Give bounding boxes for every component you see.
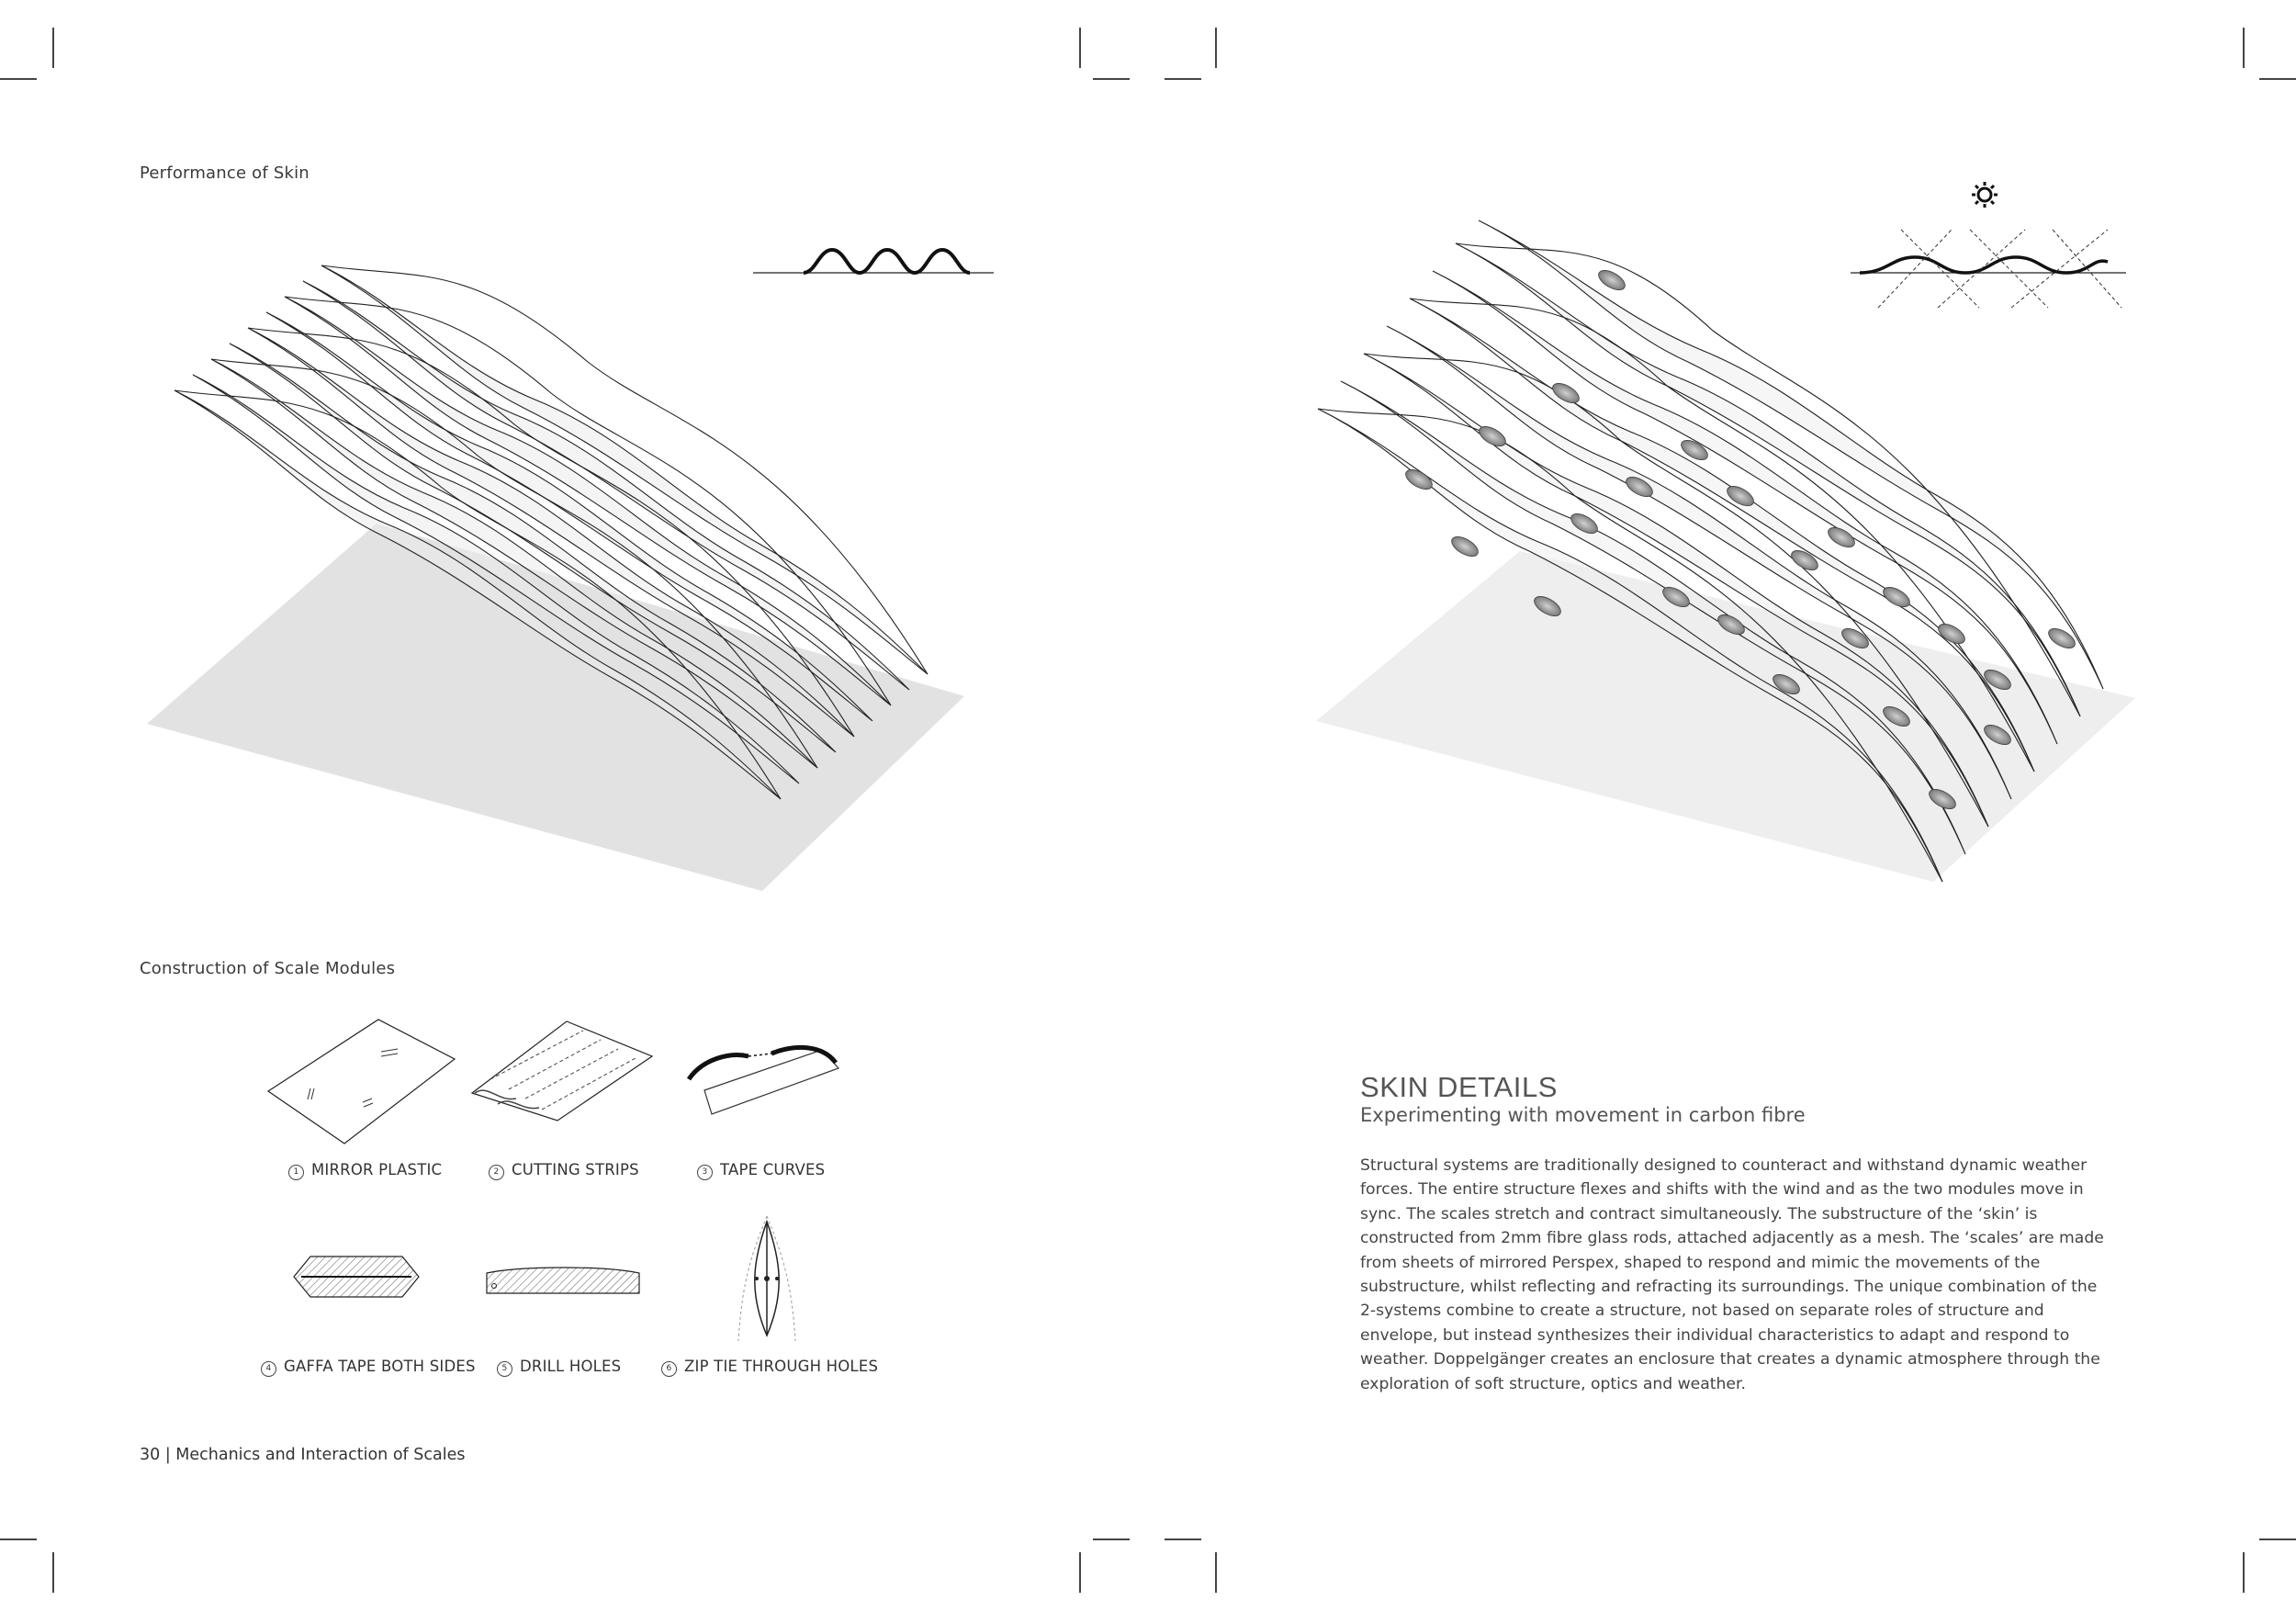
crop-mark (52, 1552, 54, 1593)
crop-mark (2243, 1552, 2245, 1593)
module-illustration-mirror-plastic (266, 1019, 456, 1144)
section-title-construction: Construction of Scale Modules (140, 959, 396, 978)
crop-mark (52, 28, 54, 68)
crop-mark (2259, 78, 2296, 80)
skin-scales-drawing (1316, 220, 2135, 883)
crop-mark (1079, 1552, 1081, 1593)
wave-profile-icon (753, 247, 994, 276)
crop-mark (1165, 78, 1201, 80)
crop-mark (0, 78, 37, 80)
page-title: SKIN DETAILS (1360, 1071, 1559, 1103)
body-paragraph: Structural systems are traditionally des… (1360, 1156, 2104, 1393)
crop-mark (2243, 28, 2245, 68)
section-title-performance: Performance of Skin (140, 163, 310, 183)
module-illustration-drill-holes (486, 1267, 640, 1294)
module-illustration-cutting-strips (470, 1020, 654, 1121)
module-illustration-tape-curves (686, 1044, 840, 1115)
sun-icon (1972, 182, 1998, 208)
page-subtitle: Experimenting with movement in carbon fi… (1360, 1104, 1806, 1126)
module-illustration-zip-tie (737, 1215, 796, 1342)
crop-mark (1165, 1538, 1201, 1540)
crop-mark (0, 1538, 37, 1540)
module-illustration-gaffa-tape (293, 1256, 420, 1298)
crop-mark (2259, 1538, 2296, 1540)
page-footer: 30 | Mechanics and Interaction of Scales (140, 1446, 466, 1464)
crop-mark (1079, 28, 1081, 68)
crop-mark (1215, 28, 1217, 68)
reflection-diagram (1851, 229, 2126, 309)
skin-performance-drawing (147, 265, 964, 891)
crop-mark (1093, 78, 1130, 80)
crop-mark (1093, 1538, 1130, 1540)
crop-mark (1215, 1552, 1217, 1593)
